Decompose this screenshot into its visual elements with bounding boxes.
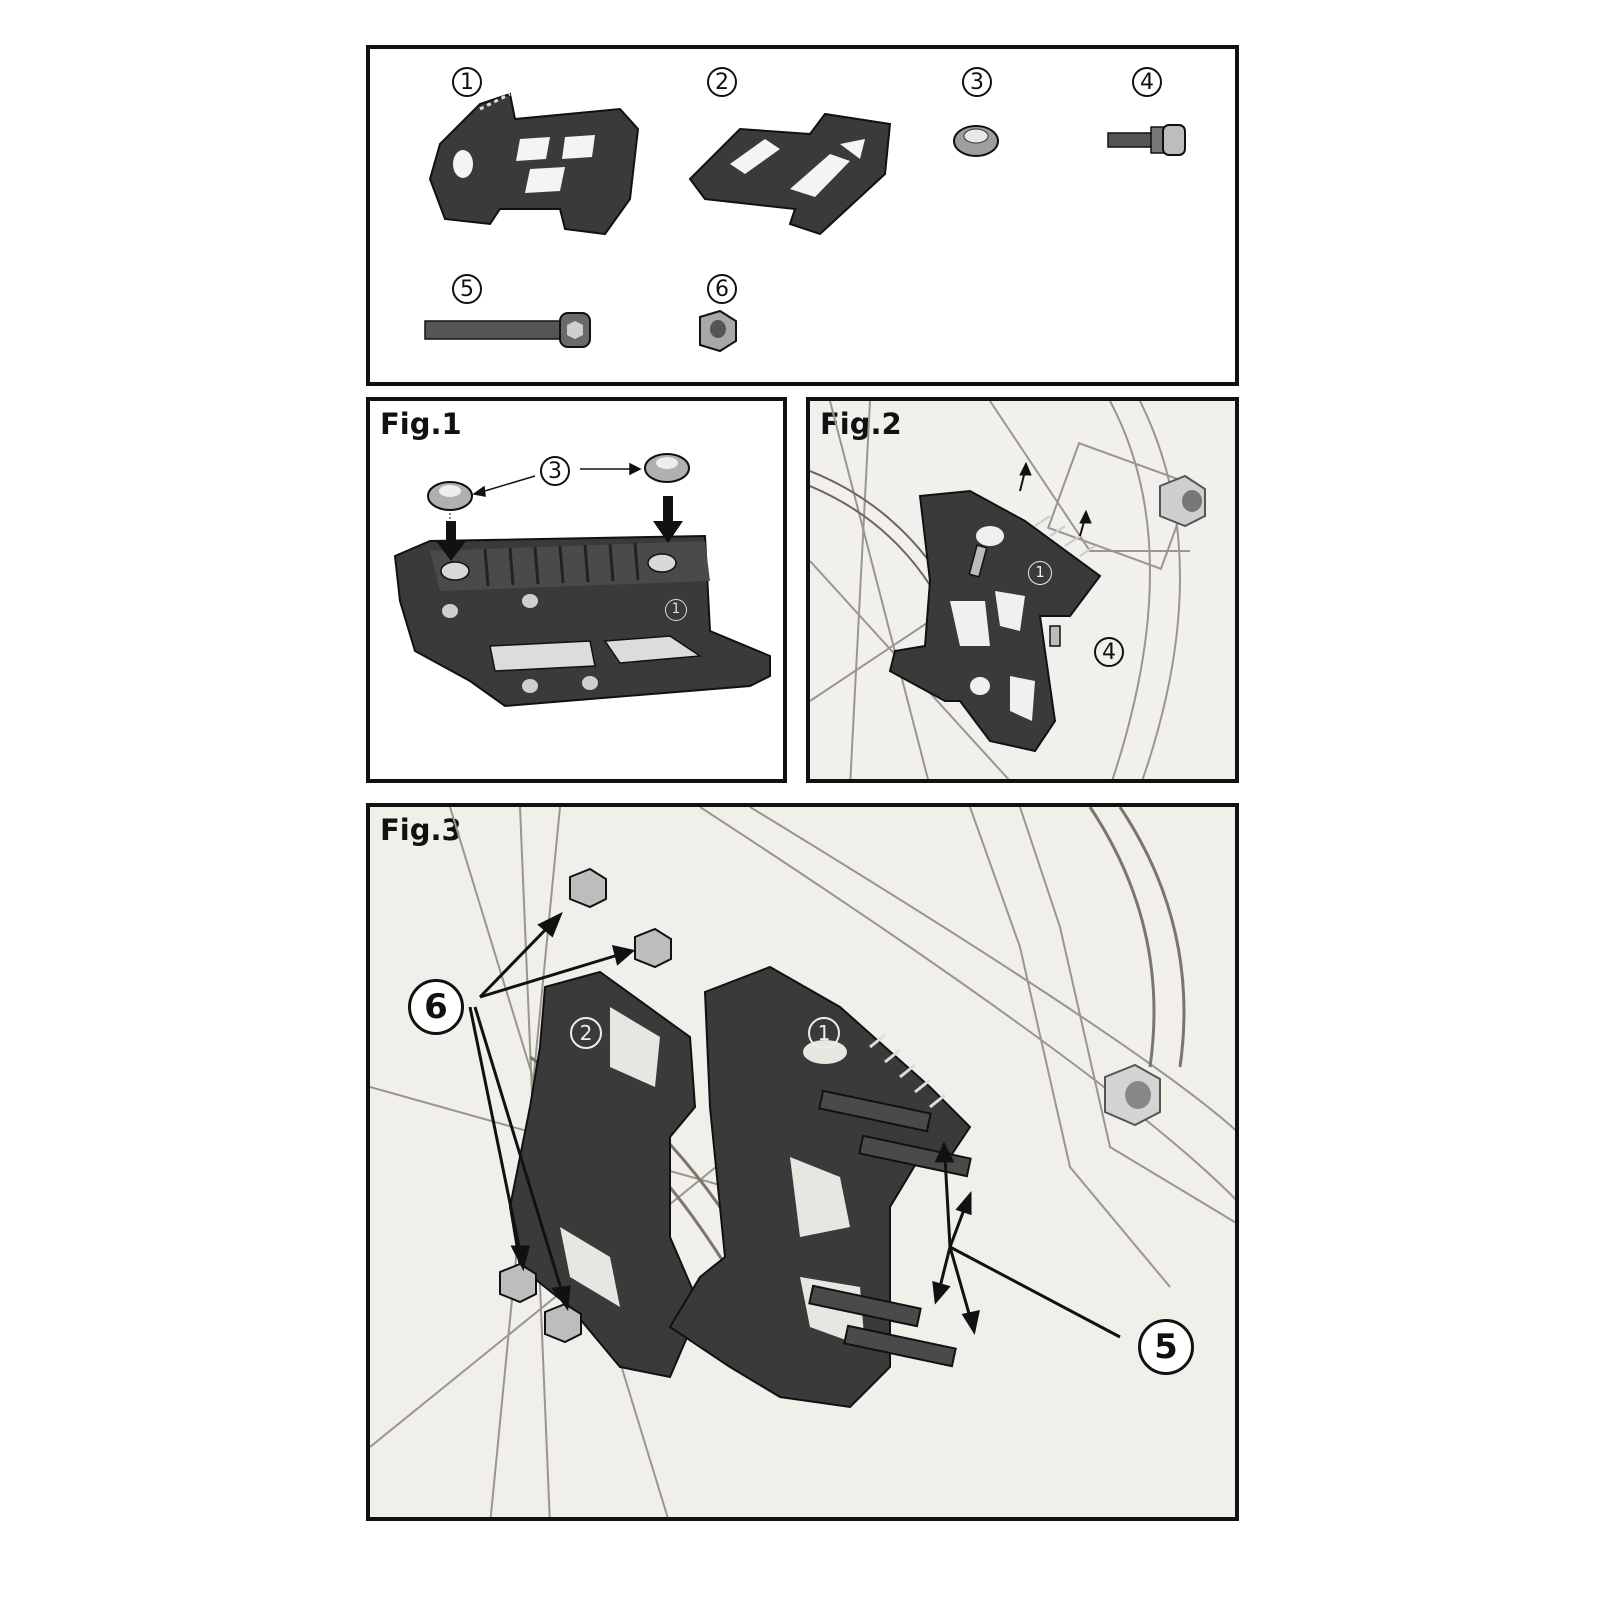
- figure-1-panel: Fig.1: [366, 397, 787, 783]
- part-number-2: 2: [707, 67, 737, 97]
- insert-arrows: [1019, 461, 1092, 537]
- part-number-6: 6: [707, 274, 737, 304]
- figure-2-panel: Fig.2: [806, 397, 1239, 783]
- part-number-1: 1: [452, 67, 482, 97]
- fig3-callout-5: 5: [1138, 1319, 1194, 1375]
- figure-1-title: Fig.1: [380, 407, 462, 441]
- fig2-callout-4: 4: [1094, 637, 1124, 667]
- bolt-drawing: [968, 544, 1061, 647]
- washer-bushing-icon: [953, 125, 999, 157]
- axle-nut-sketch: [1159, 474, 1206, 528]
- long-bolt-drawings: [808, 1089, 972, 1368]
- figure-3-title: Fig.3: [380, 813, 462, 847]
- fig2-part-label-1: 1: [1028, 561, 1052, 585]
- nut-leader-lines: [468, 911, 636, 1312]
- axle-nut-sketch: [1104, 1063, 1161, 1127]
- fig1-callout-3: 3: [540, 456, 570, 486]
- fig3-part-label-1: 1: [808, 1017, 840, 1049]
- figure-3-panel: Fig.3: [366, 803, 1239, 1521]
- lock-nut-icon: [699, 309, 737, 353]
- part-number-3: 3: [962, 67, 992, 97]
- part-number-4: 4: [1132, 67, 1162, 97]
- short-bolt-icon: [1107, 124, 1186, 156]
- long-socket-bolt-icon: [424, 312, 591, 348]
- fig3-callout-6: 6: [408, 979, 464, 1035]
- washer-drawing: [427, 453, 690, 511]
- swingarm-sketch: [810, 401, 1194, 779]
- chain-guide-inner-plate-icon: [688, 112, 892, 236]
- insert-arrows: [436, 496, 683, 561]
- parts-list-panel: 1 2 3 4 5 6: [366, 45, 1239, 386]
- fig1-part-label-1: 1: [665, 599, 687, 621]
- chain-guide-block-drawing: [393, 534, 771, 708]
- callout-arrows: [472, 462, 642, 497]
- chain-guide-outer-block-icon: [428, 92, 640, 236]
- part-number-5: 5: [452, 274, 482, 304]
- chain-guide-block-drawing: [888, 489, 1102, 753]
- fig3-part-label-2: 2: [570, 1017, 602, 1049]
- bolt-leader-lines: [932, 1141, 1121, 1339]
